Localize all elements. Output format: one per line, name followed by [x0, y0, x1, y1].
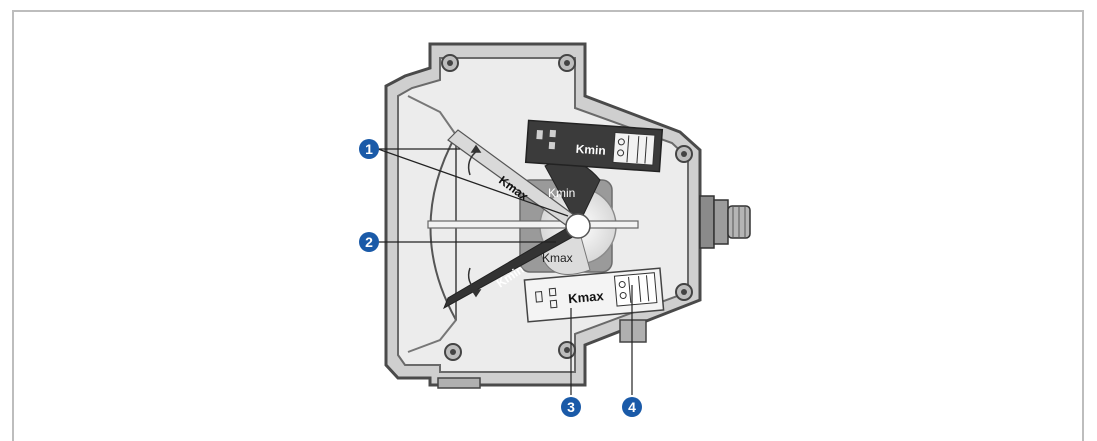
- rotation-arrow-icon: [467, 144, 482, 298]
- callout-1-leader: [377, 148, 569, 217]
- cable-gland: [699, 195, 751, 249]
- bolt-icon: [441, 54, 459, 72]
- kmax-cam-label: Kmax: [542, 251, 573, 265]
- svg-text:2: 2: [365, 234, 373, 250]
- shaft: [427, 220, 639, 229]
- bolt-icon: [675, 145, 693, 163]
- bolt-icon: [675, 283, 693, 301]
- center-pin: [565, 213, 591, 239]
- svg-text:4: 4: [628, 399, 636, 415]
- svg-text:3: 3: [567, 399, 575, 415]
- callout-4: 4: [622, 397, 642, 417]
- callout-1: 1: [359, 139, 379, 159]
- callout-3: 3: [561, 397, 581, 417]
- bolt-icon: [444, 343, 462, 361]
- bottom-connector: [619, 319, 647, 343]
- kmin-cam-label: Kmin: [548, 186, 575, 200]
- bolt-icon: [558, 54, 576, 72]
- kmin-microswitch: [524, 119, 664, 173]
- bottom-foot: [437, 377, 481, 389]
- kmax-switch-label: Kmax: [568, 288, 605, 306]
- kmin-switch-label: Kmin: [575, 142, 606, 158]
- kmax-microswitch: [523, 267, 665, 323]
- svg-text:1: 1: [365, 141, 373, 157]
- callout-2: 2: [359, 232, 379, 252]
- bolt-icon: [558, 341, 576, 359]
